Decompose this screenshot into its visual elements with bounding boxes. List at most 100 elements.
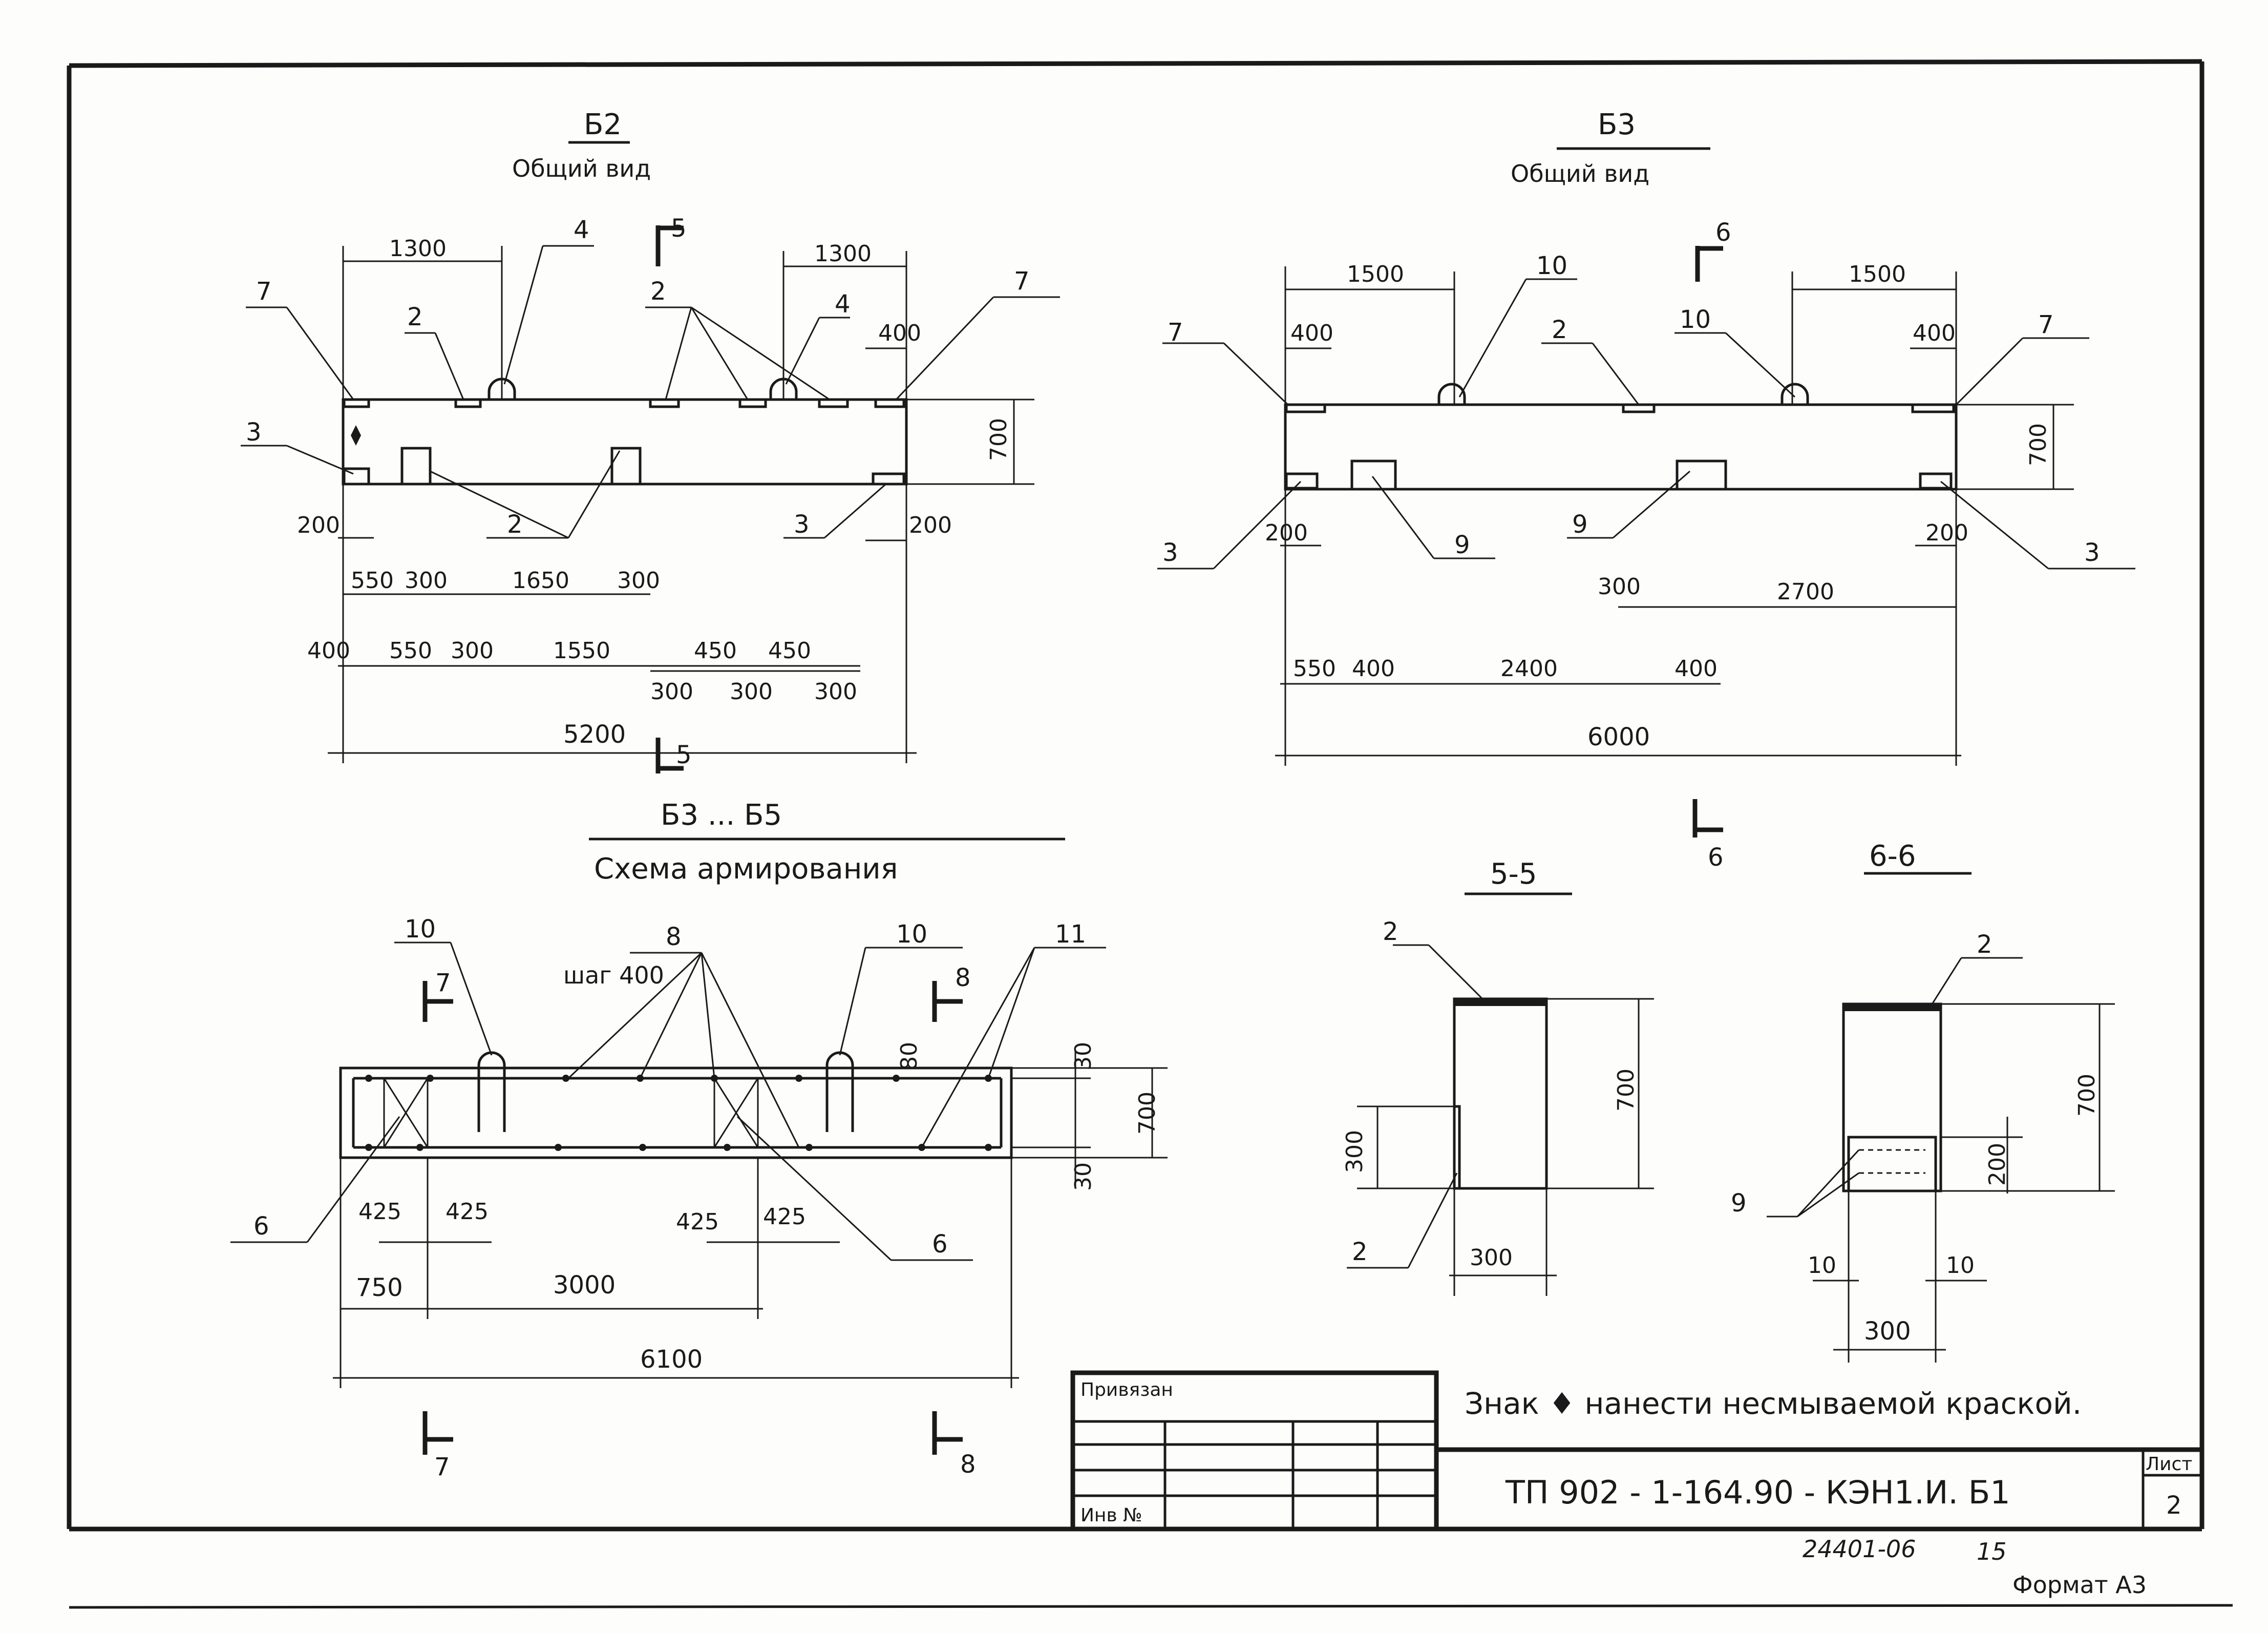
sec66-dim-5: 300 <box>1864 1317 1911 1346</box>
b3-dim-b2-1: 300 <box>1598 574 1641 600</box>
b2-dim-top-1: 1300 <box>389 236 447 262</box>
b2-dim-total: 5200 <box>563 720 626 749</box>
reinf-section-label-7-top: 7 <box>435 969 451 997</box>
b2-dim-b4-2: 300 <box>730 679 773 705</box>
b3-dim-b3-1: 550 <box>1293 656 1336 682</box>
stamp-privyazan: Привязан <box>1080 1379 1173 1400</box>
b3-lifting-loop-left <box>1437 383 1466 405</box>
reinf-section-mark-7-bottom <box>422 1411 453 1455</box>
reinf-callout-1: 10 <box>405 915 436 944</box>
reinf-section-mark-8-bottom <box>932 1411 963 1455</box>
b3-section-label-bottom: 6 <box>1708 843 1724 872</box>
reinf-dim-b1-3: 425 <box>676 1209 719 1235</box>
b3-dim-side: 700 <box>2025 423 2051 466</box>
b3-section-mark-bottom <box>1692 799 1723 838</box>
b3-dim-b3-4: 400 <box>1674 656 1718 682</box>
b2-beam-outline <box>342 398 908 486</box>
sec66-dim-2: 200 <box>1984 1143 2010 1186</box>
reinf-callout-5: 6 <box>253 1212 269 1241</box>
b3-callout-8: 9 <box>1572 510 1588 539</box>
sec55-callout-1: 2 <box>1383 917 1398 946</box>
b3-dim-b3-3: 2400 <box>1500 656 1558 682</box>
b3-dim-b1-2: 200 <box>1925 520 1968 546</box>
reinf-dim-side-1: 30 <box>1070 1042 1096 1071</box>
reinf-beam-outline <box>339 1066 1013 1159</box>
b2-dim-b1-1: 200 <box>297 512 340 538</box>
reinf-title: Б3 ... Б5 <box>661 799 782 832</box>
sec66-dim-3: 10 <box>1808 1252 1836 1279</box>
b3-dim-b1-1: 200 <box>1265 520 1308 546</box>
b2-subtitle: Общий вид <box>512 155 651 182</box>
b2-dim-side: 700 <box>986 418 1012 461</box>
b2-dim-b3-3: 300 <box>451 638 494 664</box>
reinf-dim-b2-2: 3000 <box>553 1271 616 1300</box>
sec66-dim-4: 10 <box>1946 1252 1975 1279</box>
format-label: Формат А3 <box>2012 1571 2147 1599</box>
reinf-dim-b1-4: 425 <box>763 1204 806 1230</box>
sheet-frame <box>67 59 2233 1609</box>
b3-dim-top-4: 400 <box>1913 320 1956 346</box>
b3-dim-b2-2: 2700 <box>1777 579 1834 605</box>
reinf-callout-2: 8 <box>666 923 682 951</box>
reinf-dim-side-2: 700 <box>1134 1092 1160 1135</box>
archive-number: 24401-06 <box>1803 1535 1916 1563</box>
b2-callout-8: 2 <box>507 510 523 539</box>
reinf-dim-side-4: 80 <box>896 1042 922 1071</box>
reinf-callout-6: 6 <box>932 1230 948 1259</box>
b2-dim-b2-4: 300 <box>617 568 660 594</box>
archive-page: 15 <box>1977 1538 2007 1565</box>
b2-general-view: Б2 Общий вид 1300 1300 400 <box>241 108 1060 773</box>
b2-dim-b3-5: 450 <box>694 638 737 664</box>
b2-section-label-bottom: 5 <box>676 741 692 769</box>
b3-callout-3: 2 <box>1552 316 1567 344</box>
b3-callout-1: 7 <box>1168 318 1183 347</box>
b2-dim-b3-6: 450 <box>768 638 811 664</box>
b2-callout-9: 3 <box>794 510 810 539</box>
b2-dim-b1-2: 200 <box>909 512 952 538</box>
stamp-inv: Инв № <box>1080 1505 1142 1526</box>
b2-diamond-mark <box>351 425 361 446</box>
b2-dim-b4-1: 300 <box>650 679 693 705</box>
b2-callout-3: 4 <box>574 216 589 244</box>
stamp-sheet-number: 2 <box>2166 1491 2182 1520</box>
sec66-title: 6-6 <box>1869 840 1916 873</box>
reinf-section-label-7-bottom: 7 <box>434 1453 450 1481</box>
footer: 24401-06 15 Формат А3 <box>1803 1535 2147 1599</box>
b3-callout-6: 3 <box>1162 538 1178 567</box>
b2-dim-b3-2: 550 <box>389 638 432 664</box>
b2-dim-b2-2: 300 <box>405 568 448 594</box>
b2-callout-7: 3 <box>246 418 262 447</box>
sec55-dim-1: 700 <box>1613 1069 1639 1112</box>
sec55-title: 5-5 <box>1490 857 1537 891</box>
reinf-loop-left <box>477 1051 506 1132</box>
b3-dim-b3-2: 400 <box>1352 656 1395 682</box>
reinf-dim-total: 6100 <box>640 1345 703 1374</box>
reinf-dim-b1-2: 425 <box>446 1199 489 1225</box>
b3-dim-top-1: 1500 <box>1347 261 1404 287</box>
reinf-callout-4: 11 <box>1055 920 1086 949</box>
b2-callout-5: 4 <box>835 290 851 319</box>
b2-dim-b2-3: 1650 <box>512 568 569 594</box>
b3-section-label-top: 6 <box>1715 218 1731 247</box>
b2-dim-b3-4: 1550 <box>553 638 610 664</box>
sec66-dim-1: 700 <box>2074 1074 2100 1117</box>
sec66-callout-1: 2 <box>1977 930 1993 959</box>
b2-title: Б2 <box>584 108 622 141</box>
b3-beam-outline <box>1284 403 1958 491</box>
sec55-dim-2: 300 <box>1342 1130 1368 1173</box>
b2-callout-2: 2 <box>407 303 423 331</box>
reinf-section-label-8-bottom: 8 <box>960 1450 976 1479</box>
b3-callout-5: 7 <box>2038 310 2054 339</box>
reinf-dim-b2-1: 750 <box>356 1273 403 1302</box>
reinf-step: шаг 400 <box>563 961 664 989</box>
reinf-dim-side-3: 30 <box>1070 1162 1096 1191</box>
reinf-section-mark-7-top <box>422 981 453 1022</box>
b3-lifting-loop-right <box>1781 383 1809 405</box>
b3-dim-top-2: 400 <box>1290 320 1333 346</box>
b2-dim-b4-3: 300 <box>814 679 857 705</box>
b2-dim-top-3: 400 <box>878 320 921 346</box>
reinf-section-label-8-top: 8 <box>955 964 971 992</box>
b2-dim-b2-1: 550 <box>351 568 394 594</box>
